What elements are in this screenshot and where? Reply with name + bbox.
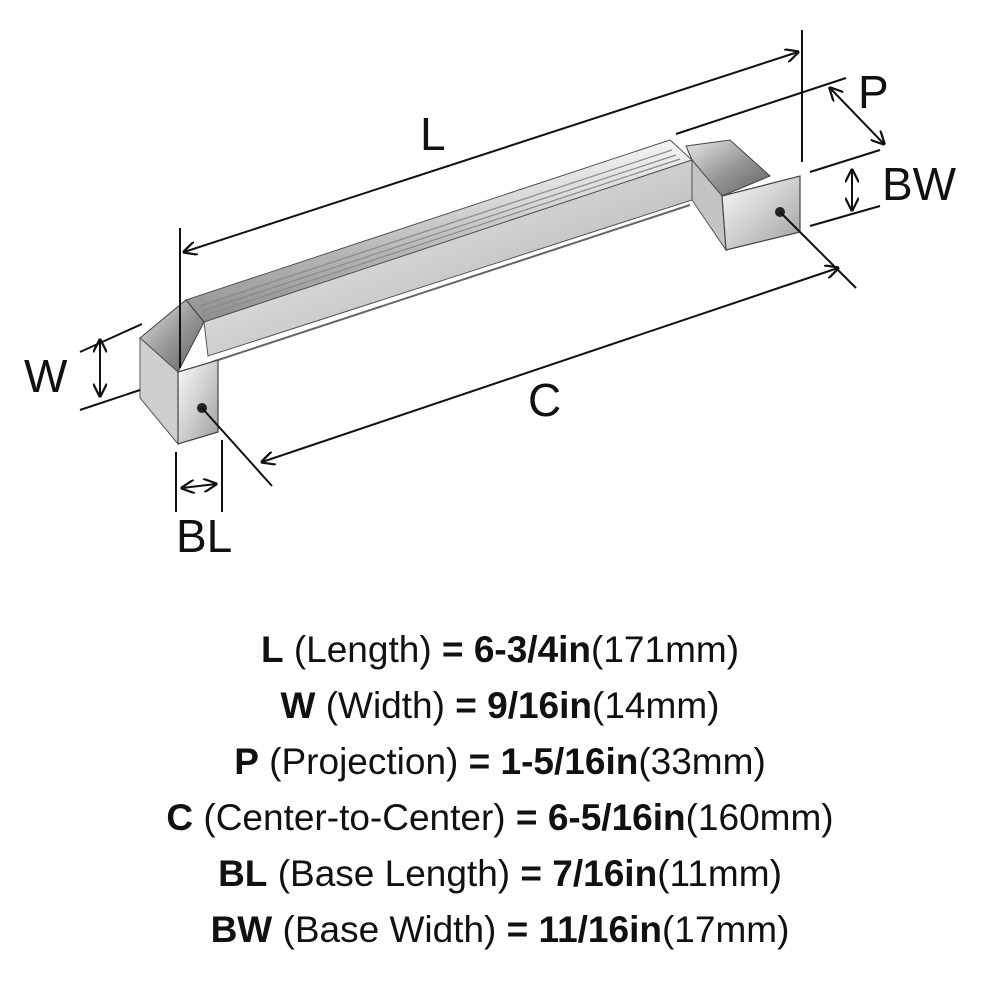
spec-code: P [234, 741, 259, 782]
spec-row-projection: P (Projection) = 1-5/16in(33mm) [0, 734, 1000, 790]
label-W: W [24, 350, 68, 402]
spec-code: W [280, 685, 316, 726]
spec-name: (Base Length) [277, 853, 511, 894]
cabinet-pull-handle [139, 139, 801, 446]
spec-equals: = [468, 741, 491, 782]
label-L: L [420, 108, 446, 160]
spec-name: (Center-to-Center) [203, 797, 506, 838]
label-C: C [528, 374, 561, 426]
spec-equals: = [515, 797, 538, 838]
spec-imperial: 11/16in [538, 909, 662, 950]
spec-name: (Base Width) [282, 909, 497, 950]
spec-equals: = [441, 629, 464, 670]
spec-metric: (33mm) [638, 741, 766, 782]
spec-code: BL [218, 853, 268, 894]
spec-equals: = [520, 853, 543, 894]
spec-metric: (160mm) [685, 797, 834, 838]
spec-name: (Width) [325, 685, 445, 726]
spec-row-width: W (Width) = 9/16in(14mm) [0, 678, 1000, 734]
base-width-dimension [809, 149, 881, 227]
label-P: P [858, 66, 889, 118]
label-BL: BL [176, 510, 232, 562]
spec-code: C [166, 797, 194, 838]
spec-row-center-to-center: C (Center-to-Center) = 6-5/16in(160mm) [0, 790, 1000, 846]
spec-imperial: 9/16in [487, 685, 593, 726]
spec-name: (Length) [293, 629, 432, 670]
projection-dimension [675, 77, 884, 144]
spec-metric: (17mm) [661, 909, 790, 950]
spec-row-length: L (Length) = 6-3/4in(171mm) [0, 622, 1000, 678]
base-length-dimension [175, 440, 223, 512]
left-screw-axis [201, 407, 273, 487]
spec-imperial: 6-5/16in [547, 797, 686, 838]
handle-bar-top [185, 139, 693, 323]
center-to-center-dimension [262, 268, 838, 462]
spec-code: BW [210, 909, 273, 950]
spec-imperial: 1-5/16in [500, 741, 639, 782]
spec-row-base-length: BL (Base Length) = 7/16in(11mm) [0, 846, 1000, 902]
dimension-diagram: L P BW W C BL [24, 30, 957, 562]
spec-equals: = [506, 909, 529, 950]
left-post-face [177, 359, 219, 445]
spec-row-base-width: BW (Base Width) = 11/16in(17mm) [0, 902, 1000, 958]
spec-name: (Projection) [269, 741, 459, 782]
label-BW: BW [882, 158, 957, 210]
spec-imperial: 6-3/4in [473, 629, 592, 670]
spec-code: L [260, 629, 284, 670]
dimension-spec-list: L (Length) = 6-3/4in(171mm) W (Width) = … [0, 622, 1000, 958]
length-dimension [179, 30, 803, 368]
handle-bar-front [203, 159, 693, 357]
spec-metric: (11mm) [657, 853, 782, 894]
spec-imperial: 7/16in [552, 853, 658, 894]
spec-equals: = [455, 685, 477, 726]
spec-metric: (14mm) [592, 685, 720, 726]
spec-metric: (171mm) [591, 629, 740, 670]
width-dimension [79, 323, 143, 411]
